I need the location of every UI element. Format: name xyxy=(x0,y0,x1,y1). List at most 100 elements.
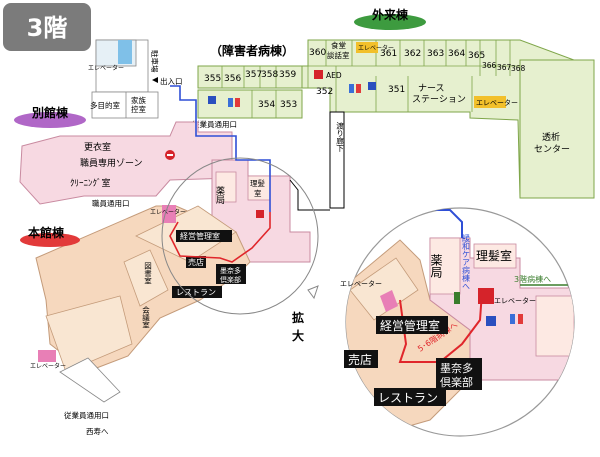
room-362: 362 xyxy=(404,49,421,59)
entrance-arrow-icon xyxy=(152,77,158,83)
aed-icon: AED xyxy=(314,70,342,80)
restaurant-small: レストラン xyxy=(172,286,222,298)
management-small: 経営管理室 xyxy=(176,230,232,242)
room-354: 354 xyxy=(258,100,275,110)
aed-label: AED xyxy=(326,71,342,80)
dining-label-2: 談話室 xyxy=(327,50,350,60)
room-363: 363 xyxy=(427,49,444,59)
shop-zoom: 売店 xyxy=(344,350,378,368)
room-366: 366 xyxy=(482,61,497,70)
barber-small-1: 理髪 xyxy=(250,178,265,188)
svg-text:経営管理室: 経営管理室 xyxy=(380,318,440,333)
nurse-station-label-2: ステーション xyxy=(412,94,466,105)
library-label: 図書室 xyxy=(143,262,152,285)
zoom-source-circle xyxy=(161,157,319,315)
staff-entrance-bottom: 従業員通用口 xyxy=(64,410,109,420)
disabled-ward-label: （障害者病棟） xyxy=(210,43,294,58)
svg-text:エレベーター: エレベーター xyxy=(358,44,394,52)
dining-label-1: 食堂 xyxy=(331,40,346,50)
room-360: 360 xyxy=(309,48,326,58)
barber-zoom: 理髪室 xyxy=(476,248,512,263)
main-building xyxy=(35,205,251,403)
svg-text:レストラン: レストラン xyxy=(378,391,438,405)
family-room-1: 家族 xyxy=(131,95,146,105)
elevator-badge-ward: エレベーター xyxy=(474,96,518,108)
changing-room: 更衣室 xyxy=(84,141,111,153)
pharmacy-small: 薬局 xyxy=(214,185,225,205)
outpatient-label-text: 外来棟 xyxy=(372,7,409,22)
room-361: 361 xyxy=(380,49,397,59)
svg-text:墨奈多: 墨奈多 xyxy=(220,266,241,275)
management-zoom: 経営管理室 xyxy=(376,316,448,334)
corridor-label: 渡り廊下 xyxy=(335,121,344,154)
staff-entrance-mid: 職員通用口 xyxy=(92,198,130,208)
staff-zone-label: 職員専用ゾーン xyxy=(80,157,143,169)
hall-label: 会議室 xyxy=(141,305,150,329)
pharmacy-zoom: 薬局 xyxy=(429,254,443,279)
zoom-label-1: 拡 xyxy=(292,310,304,325)
elevator-label-ward: エレベーター xyxy=(476,98,518,107)
corridor xyxy=(329,111,345,209)
annex-label-text: 別館棟 xyxy=(31,105,69,120)
elevator-label-upper: エレベーター xyxy=(150,208,186,216)
svg-text:倶楽部: 倶楽部 xyxy=(440,375,473,389)
ward-building xyxy=(197,39,595,199)
svg-text:経営管理室: 経営管理室 xyxy=(180,231,220,241)
room-364: 364 xyxy=(448,49,465,59)
room-352: 352 xyxy=(316,87,333,97)
room-359: 359 xyxy=(279,70,296,80)
room-355: 355 xyxy=(204,74,221,84)
room-367: 367 xyxy=(497,63,512,72)
staff-entrance-top: 従業員通用口 xyxy=(192,119,237,129)
svg-text:倶楽部: 倶楽部 xyxy=(220,275,241,284)
svg-text:売店: 売店 xyxy=(348,352,372,367)
elevator-label-top: エレベーター xyxy=(88,64,124,72)
svg-text:レストラン: レストラン xyxy=(176,288,216,297)
elevator-upper-icon: エレベーター xyxy=(150,205,186,223)
care-ward-label: 緩和ケア病棟へ xyxy=(462,233,471,290)
club-zoom: 墨奈多 倶楽部 xyxy=(436,358,482,390)
outpatient-label: 外来棟 xyxy=(354,7,426,30)
elevator-badge-ward-top: エレベーター xyxy=(356,42,394,53)
svg-text:墨奈多: 墨奈多 xyxy=(440,361,473,375)
club-small: 墨奈多 倶楽部 xyxy=(216,264,246,284)
floor-badge-label: 3階 xyxy=(27,14,68,42)
wheelchair-icon xyxy=(208,82,376,104)
cleaning-room: ｸﾘｰﾆﾝｸﾞ室 xyxy=(70,177,111,189)
elevator-label-zoom: エレベーター xyxy=(494,296,536,305)
room-351: 351 xyxy=(388,85,405,95)
family-room-2: 控室 xyxy=(131,104,146,114)
zoom-detail xyxy=(345,207,575,437)
elevator-label-main: エレベーター xyxy=(30,362,66,370)
elevator-label-zoom-left: エレベーター xyxy=(340,279,382,288)
room-368: 368 xyxy=(511,64,526,73)
restroom-icon xyxy=(228,84,361,107)
top-left-block xyxy=(91,39,159,119)
zoom-arrow-icon xyxy=(307,285,319,300)
zoom-label-2: 大 xyxy=(292,328,304,343)
room-356: 356 xyxy=(224,74,241,84)
elevator-small-icon xyxy=(256,210,264,218)
room-353: 353 xyxy=(280,100,297,110)
restaurant-zoom: レストラン xyxy=(374,388,446,406)
main-label-text: 本館棟 xyxy=(28,225,65,240)
annex-label: 別館棟 xyxy=(14,105,86,128)
room-357: 357 xyxy=(245,70,262,80)
elevator-main-icon: エレベーター xyxy=(30,350,66,370)
corridor-link xyxy=(289,179,330,211)
routes-left xyxy=(169,85,271,263)
multipurpose-room: 多目的室 xyxy=(90,100,120,110)
floor-badge: 3階 xyxy=(3,3,91,51)
annex-building xyxy=(19,121,233,205)
entrance-label: 出入口 xyxy=(160,76,183,86)
to-nishiju-label: 西寿へ xyxy=(86,426,109,436)
nurse-station-label-1: ナース xyxy=(418,83,445,94)
dialysis-label-1: 透析 xyxy=(542,131,560,143)
room-365: 365 xyxy=(468,51,485,61)
svg-text:売店: 売店 xyxy=(188,257,204,267)
shop-small: 売店 xyxy=(186,256,206,268)
dialysis-label-2: センター xyxy=(534,144,570,155)
main-label: 本館棟 xyxy=(20,225,80,247)
